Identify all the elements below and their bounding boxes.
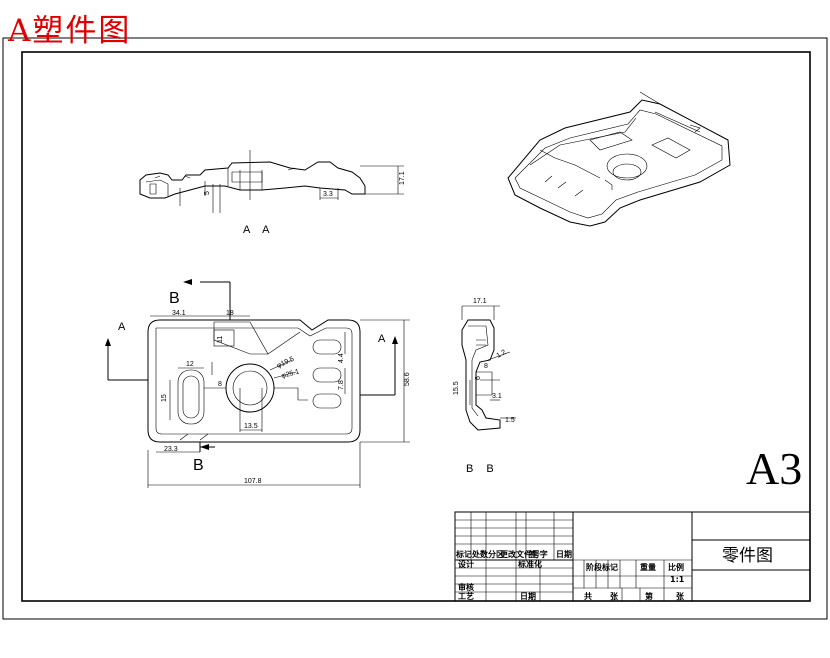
bb-dim-1-5: 1.5 (505, 417, 515, 424)
tb-sheet-word-2: 张 (676, 592, 685, 601)
tb-standardize: 标准化 (517, 559, 542, 569)
cut-a-left-label: A (118, 321, 130, 333)
cut-b-top-label: B (169, 290, 180, 307)
tb-date-col: 日期 (556, 549, 572, 559)
isometric-3d-view (507, 91, 731, 227)
tb-zone: 分区 (488, 549, 504, 559)
sheet-size-label: A3 (746, 443, 802, 494)
dim-11: 11 (217, 336, 224, 343)
dim-23-3: 23.3 (164, 446, 178, 453)
tb-design: 设计 (458, 559, 474, 569)
section-bb-view (461, 305, 516, 431)
tb-review: 审核 (458, 582, 474, 592)
dim-phi-25-1: φ25.1 (281, 368, 300, 379)
tb-count: 处数 (471, 549, 489, 559)
outer-border (2, 37, 828, 620)
dim-34-1: 34.1 (172, 310, 186, 317)
tb-scale-value: 1:1 (670, 575, 685, 584)
plan-view (105, 279, 410, 488)
dim-18: 18 (226, 310, 234, 317)
dim-15: 15 (161, 394, 168, 402)
dim-3-3: 3.3 (323, 191, 333, 198)
bb-dim-1-2: 1.2 (496, 349, 508, 360)
watermark-title: A塑件图 (8, 13, 132, 49)
bb-dim-8: 8 (484, 363, 488, 370)
label-section-bb: B B (466, 463, 499, 475)
tb-total: 共 (584, 591, 592, 601)
dim-12: 12 (186, 361, 194, 368)
tb-nth: 第 (645, 591, 653, 601)
tb-change-doc: 更改文件号 (500, 549, 540, 559)
label-section-aa: A A (243, 224, 275, 236)
tb-process: 工艺 (458, 591, 474, 601)
tb-mark: 标记 (455, 549, 472, 559)
tb-part-name: 零件图 (722, 546, 773, 566)
cut-b-bottom-label: B (193, 457, 204, 474)
bb-dim-6: 6 (475, 376, 482, 380)
tb-weight: 重量 (640, 562, 656, 572)
dim-107-8: 107.8 (244, 478, 262, 485)
tb-scale-label: 比例 (668, 562, 684, 572)
dim-4-4: 4.4 (338, 353, 345, 363)
bb-dim-3-1: 3.1 (492, 393, 502, 400)
title-block (454, 511, 811, 602)
dim-8: 8 (218, 381, 222, 388)
dim-13-5: 13.5 (244, 423, 258, 430)
dim-phi-19-5: φ19.5 (276, 356, 296, 370)
dim-58-6: 58.6 (404, 372, 411, 386)
dim-5: 5 (204, 191, 211, 195)
tb-sheet-word: 张 (610, 592, 619, 601)
bb-dim-17-1: 17.1 (473, 298, 487, 305)
bb-dim-15-5: 15.5 (453, 381, 460, 395)
tb-stage-mark: 阶段标记 (586, 562, 618, 572)
tb-date: 日期 (520, 591, 536, 601)
inner-frame (21, 51, 811, 602)
section-aa-view (139, 150, 404, 213)
dim-7-8: 7.8 (338, 380, 345, 390)
cut-a-right-label: A (378, 333, 390, 345)
dim-17-1: 17.1 (399, 171, 406, 185)
tb-sign: 签 字 (528, 549, 548, 559)
